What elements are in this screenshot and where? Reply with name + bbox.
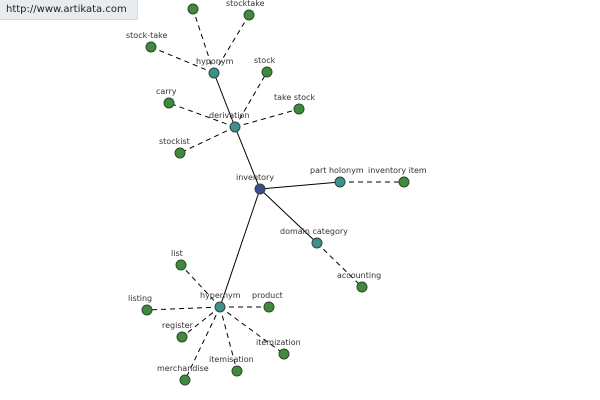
edge-hypernym-to-merchandise — [184, 306, 221, 381]
node-label-merchandise: merchandise — [157, 364, 209, 373]
edge-derivation-to-carry — [168, 102, 236, 128]
node-label-listing: listing — [128, 294, 152, 303]
node-product[interactable] — [263, 301, 275, 313]
node-domain-category[interactable] — [311, 237, 323, 249]
node-label-register: register — [162, 321, 194, 330]
edge-derivation-to-hyponym — [213, 72, 236, 128]
node-register[interactable] — [176, 331, 188, 343]
edge-inventory-to-part-holonym — [259, 181, 341, 190]
node-label-carry: carry — [156, 87, 177, 96]
node-accounting[interactable] — [356, 281, 368, 293]
node-stockist[interactable] — [174, 147, 186, 159]
edge-inventory-to-domain-category — [259, 188, 318, 244]
node-list[interactable] — [175, 259, 187, 271]
edge-hypernym-to-itemisation — [219, 306, 238, 372]
edge-derivation-to-stock — [234, 71, 268, 128]
node-label-itemisation: itemisation — [209, 355, 254, 364]
node-stock-take[interactable] — [145, 41, 157, 53]
node-label-inventory-item: inventory item — [368, 166, 427, 175]
edge-hyponym-to-hyponym-top — [192, 8, 215, 74]
node-label-inventory: inventory — [236, 173, 274, 182]
edge-derivation-to-take-stock — [234, 108, 300, 128]
node-hypernym[interactable] — [214, 301, 226, 313]
node-inventory[interactable] — [254, 183, 266, 195]
edges-layer — [146, 8, 404, 381]
node-label-stockist: stockist — [159, 137, 190, 146]
node-label-hyponym: hyponym — [196, 57, 234, 66]
edge-hyponym-to-stocktake — [213, 14, 250, 74]
node-derivation[interactable] — [229, 121, 241, 133]
node-stock[interactable] — [261, 66, 273, 78]
node-label-stock: stock — [254, 56, 276, 65]
node-label-list: list — [171, 249, 183, 258]
edge-hypernym-to-itemization — [219, 306, 285, 355]
labels-layer: inventory hyponym derivation part holonym do… — [126, 0, 427, 373]
node-inventory-item[interactable] — [398, 176, 410, 188]
node-label-hypernym: hypernym — [200, 291, 241, 300]
node-label-domain-category: domain category — [280, 227, 348, 236]
edge-hypernym-to-list — [180, 264, 221, 308]
node-hyponym-top[interactable] — [187, 3, 199, 15]
node-carry[interactable] — [163, 97, 175, 109]
node-label-part-holonym: part holonym — [310, 166, 364, 175]
node-itemization[interactable] — [278, 348, 290, 360]
edge-hypernym-to-listing — [146, 306, 221, 311]
edge-hyponym-to-stock-take — [150, 46, 215, 74]
edge-hypernym-to-register — [181, 306, 221, 338]
edge-domain-category-to-accounting — [316, 242, 363, 288]
node-label-stock-take: stock-take — [126, 31, 168, 40]
edge-inventory-to-derivation — [234, 126, 261, 190]
node-stocktake[interactable] — [243, 9, 255, 21]
node-take-stock[interactable] — [293, 103, 305, 115]
node-hyponym[interactable] — [208, 67, 220, 79]
node-merchandise[interactable] — [179, 374, 191, 386]
node-label-product: product — [252, 291, 283, 300]
source-url-watermark: http://www.artikata.com — [0, 0, 138, 20]
node-label-stocktake: stocktake — [226, 0, 265, 8]
node-label-accounting: accounting — [337, 271, 381, 280]
node-label-derivation: derivation — [209, 111, 249, 120]
node-itemisation[interactable] — [231, 365, 243, 377]
edge-derivation-to-stockist — [179, 126, 236, 154]
nodes-layer — [141, 3, 410, 386]
edge-inventory-to-hypernym — [219, 188, 261, 308]
node-label-itemization: itemization — [256, 338, 301, 347]
node-part-holonym[interactable] — [334, 176, 346, 188]
node-label-take-stock: take stock — [274, 93, 315, 102]
node-listing[interactable] — [141, 304, 153, 316]
